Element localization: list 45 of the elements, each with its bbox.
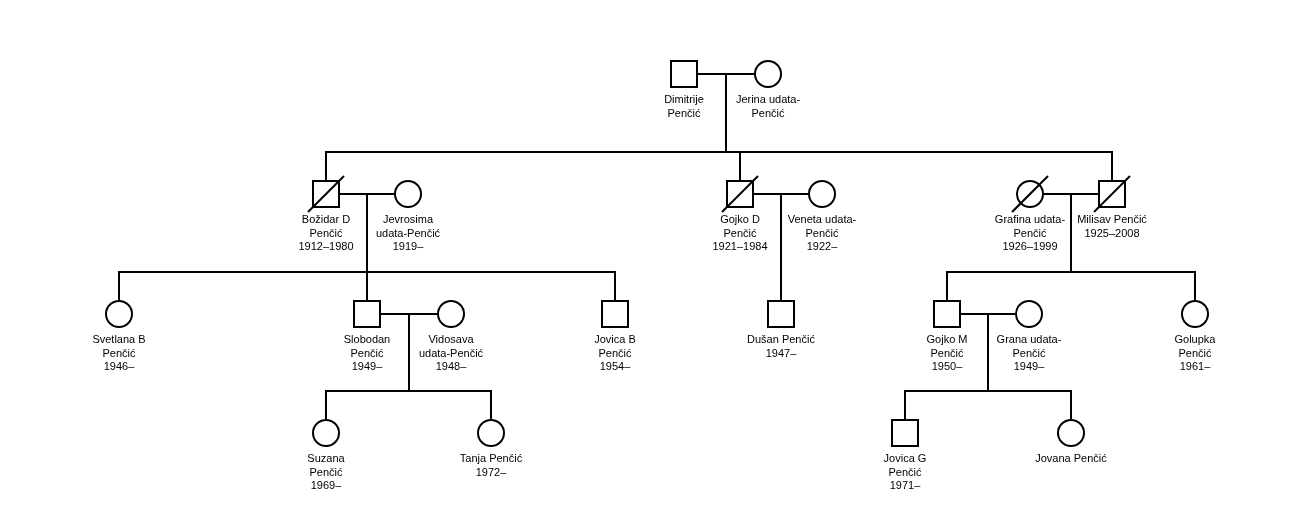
- descent-line: [987, 313, 1072, 420]
- person-name: Milisav Penčić: [1077, 213, 1147, 227]
- person-name: Golupka Penčić: [1173, 333, 1217, 360]
- life-years: 1947–: [765, 346, 797, 360]
- life-years: 1921–1984: [712, 240, 768, 254]
- person-name: Jovica B Penčić: [593, 333, 637, 360]
- life-years: 1949–: [1013, 360, 1045, 374]
- person-name: Jovica G Penčić: [882, 452, 928, 479]
- person-name: Svetlana B Penčić: [91, 333, 147, 360]
- person-name: Vidosava udata-Penčić: [417, 333, 485, 360]
- person-name: Suzana Penčić: [306, 452, 346, 479]
- person-name: Jerina udata-Penčić: [735, 93, 801, 120]
- life-years: 1922–: [806, 240, 838, 254]
- marriage-line: [697, 73, 755, 75]
- life-years: 1948–: [435, 360, 467, 374]
- life-years: 1946–: [103, 360, 135, 374]
- marriage-line: [1043, 193, 1099, 195]
- person-name: Dušan Penčić: [747, 333, 815, 347]
- life-years: 1969–: [310, 479, 342, 493]
- person-name: Veneta udata-Penčić: [786, 213, 858, 240]
- person-name: Gojko D Penčić: [719, 213, 761, 240]
- life-years: 1926–1999: [1002, 240, 1058, 254]
- marriage-line: [339, 193, 395, 195]
- life-years: 1972–: [475, 465, 507, 479]
- person-name: Jovana Penčić: [1035, 452, 1107, 466]
- life-years: 1949–: [351, 360, 383, 374]
- life-years: 1971–: [889, 479, 921, 493]
- person-name: Grana udata-Penčić: [995, 333, 1063, 360]
- person-name: Grafina udata-Penčić: [994, 213, 1066, 240]
- person-name: Slobodan Penčić: [342, 333, 392, 360]
- person-name: Dimitrije Penčić: [663, 93, 705, 120]
- life-years: 1925–2008: [1084, 226, 1140, 240]
- marriage-line: [753, 193, 809, 195]
- person-name: Gojko M Penčić: [925, 333, 969, 360]
- person-name: Jevrosima udata-Penčić: [374, 213, 442, 240]
- life-years: 1912–1980: [298, 240, 354, 254]
- marriage-line: [380, 313, 438, 315]
- life-years: 1961–: [1179, 360, 1211, 374]
- life-years: 1954–: [599, 360, 631, 374]
- marriage-line: [960, 313, 1016, 315]
- life-years: 1919–: [392, 240, 424, 254]
- person-name: Božidar D Penčić: [300, 213, 352, 240]
- person-name: Tanja Penčić: [459, 452, 523, 466]
- descent-line: [408, 313, 492, 420]
- life-years: 1950–: [931, 360, 963, 374]
